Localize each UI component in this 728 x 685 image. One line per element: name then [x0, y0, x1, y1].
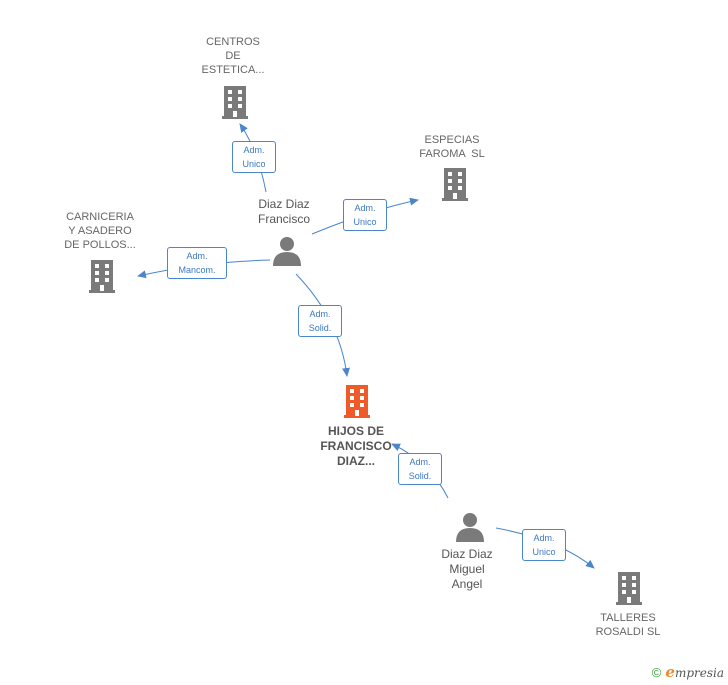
edge-label-francisco-carniceria[interactable]: Adm. Mancom.: [167, 247, 227, 279]
building-icon[interactable]: [440, 166, 470, 202]
edge-label-miguel-talleres[interactable]: Adm. Unico: [522, 529, 566, 561]
edge-label-line: Adm.: [409, 457, 431, 467]
copyright-icon: ©: [651, 664, 662, 680]
building-icon[interactable]: [220, 84, 250, 120]
edge-label-miguel-hijos[interactable]: Adm. Solid.: [398, 453, 442, 485]
edge-label-line: Unico: [353, 217, 377, 227]
label-line: FRANCISCO: [320, 439, 392, 453]
edge-label-line: Solid.: [308, 323, 332, 333]
edge-label-line: Unico: [532, 547, 556, 557]
label-line: Diaz Diaz: [441, 547, 493, 561]
node-label-talleres[interactable]: TALLERES ROSALDI SL: [596, 611, 661, 639]
label-line: Francisco: [257, 212, 311, 226]
edge-label-line: Solid.: [408, 471, 432, 481]
edge-label-line: Adm.: [354, 203, 376, 213]
edge-label-line: Unico: [242, 159, 266, 169]
label-line: Y ASADERO: [68, 225, 132, 237]
label-line: DIAZ...: [337, 454, 375, 468]
building-icon-main[interactable]: [342, 383, 372, 419]
label-line: DE POLLOS...: [64, 239, 136, 251]
node-label-especias[interactable]: ESPECIAS FAROMA SL: [419, 133, 484, 161]
label-line: HIJOS DE: [327, 424, 384, 438]
node-label-francisco[interactable]: Diaz Diaz Francisco: [258, 197, 310, 227]
edge-label-line: Mancom.: [178, 265, 216, 275]
node-label-miguel[interactable]: Diaz Diaz Miguel Angel: [441, 547, 492, 592]
edge-label-line: Adm.: [309, 309, 331, 319]
node-label-hijos[interactable]: HIJOS DE FRANCISCO DIAZ...: [320, 424, 391, 469]
label-line: ROSALDI SL: [595, 626, 661, 638]
person-icon[interactable]: [271, 234, 303, 266]
edge-label-line: Adm.: [186, 251, 208, 261]
edge-label-line: Adm.: [243, 145, 265, 155]
person-icon[interactable]: [454, 510, 486, 542]
label-line: ESPECIAS: [424, 134, 480, 146]
label-line: DE: [225, 50, 241, 62]
label-line: CENTROS: [206, 36, 260, 48]
label-line: FAROMA SL: [419, 148, 485, 160]
footer-brand[interactable]: © empresia: [652, 663, 724, 681]
brand-logo-rest: mpresia: [674, 666, 724, 680]
edge-label-francisco-hijos[interactable]: Adm. Solid.: [298, 305, 342, 337]
edge-label-francisco-centros[interactable]: Adm. Unico: [232, 141, 276, 173]
brand-logo-initial: e: [665, 663, 675, 681]
label-line: CARNICERIA: [66, 211, 134, 223]
label-line: Angel: [451, 577, 483, 591]
node-label-carniceria[interactable]: CARNICERIA Y ASADERO DE POLLOS...: [64, 210, 136, 252]
label-line: Miguel: [449, 562, 485, 576]
building-icon[interactable]: [87, 258, 117, 294]
edge-label-line: Adm.: [533, 533, 555, 543]
brand-logo: empresia: [665, 663, 724, 681]
label-line: TALLERES: [600, 612, 656, 624]
edge-label-francisco-especias[interactable]: Adm. Unico: [343, 199, 387, 231]
building-icon[interactable]: [614, 570, 644, 606]
node-label-centros[interactable]: CENTROS DE ESTETICA...: [202, 35, 265, 77]
label-line: ESTETICA...: [201, 64, 265, 76]
label-line: Diaz Diaz: [258, 197, 310, 211]
